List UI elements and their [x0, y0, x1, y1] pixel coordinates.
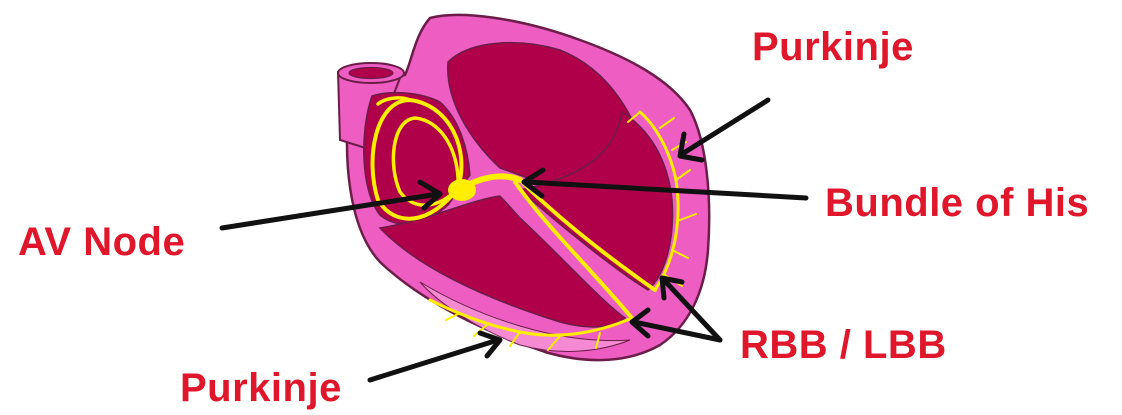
- bundle-of-his-label: Bundle of His: [825, 183, 1089, 223]
- av-node: [448, 179, 476, 201]
- av-node-label: AV Node: [18, 222, 185, 262]
- aorta-lumen: [349, 68, 393, 79]
- purkinje-top-label: Purkinje: [752, 27, 914, 67]
- purkinje-bottom-arrow: [370, 340, 498, 380]
- rbb-lbb-label: RBB / LBB: [740, 325, 947, 365]
- purkinje-bottom-label: Purkinje: [180, 368, 342, 408]
